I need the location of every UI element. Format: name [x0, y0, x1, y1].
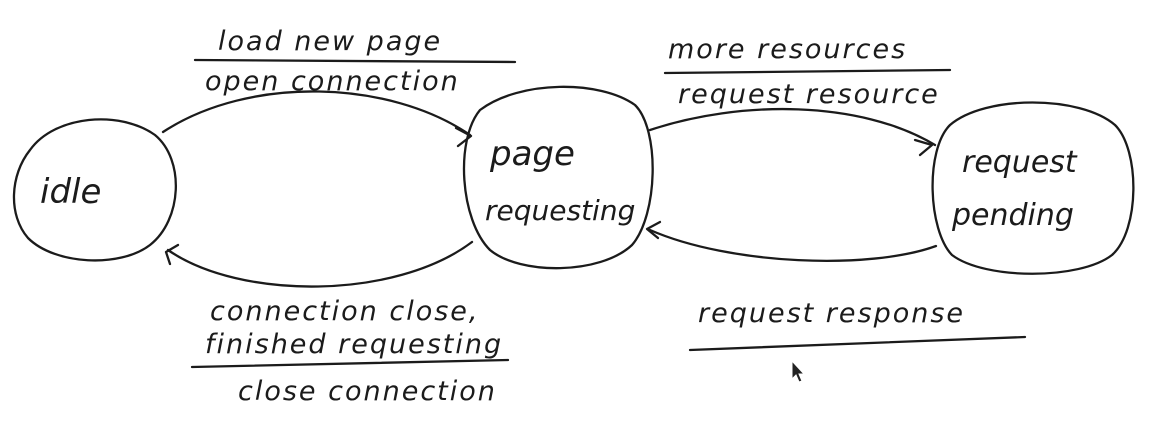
mouse-cursor-icon — [791, 359, 806, 383]
transition-label-open-connection: open connection — [205, 66, 460, 97]
transition-divider-request-resource — [663, 68, 952, 75]
state-label-pending: pending — [951, 198, 1074, 233]
state-label-requesting: requesting — [485, 194, 635, 227]
transition-label-more-resources: more resources — [668, 34, 907, 65]
transition-label-request-response: request response — [698, 298, 965, 329]
transition-divider-request-response — [688, 335, 1027, 352]
transition-label-load-new-page: load new page — [218, 26, 442, 57]
arrow-page-requesting-to-idle — [166, 240, 474, 288]
transition-label-request-resource: request resource — [678, 79, 940, 110]
arrowhead-request-pending-to-page-requesting — [645, 220, 662, 240]
arrowhead-idle-to-page-requesting — [454, 126, 473, 148]
state-label-request: request — [962, 145, 1078, 180]
transition-label-finished-requesting: finished requesting — [205, 329, 503, 360]
state-circle-page-requesting — [462, 85, 654, 270]
transition-divider-close-connection — [190, 358, 510, 369]
state-label-page: page — [489, 134, 575, 174]
transition-label-close-connection: close connection — [238, 376, 497, 407]
state-circle-request-pending — [931, 101, 1135, 275]
transition-label-connection-close: connection close, — [210, 296, 479, 327]
arrow-page-requesting-to-request-pending — [648, 107, 937, 147]
state-circle-idle — [12, 118, 177, 262]
arrowhead-page-requesting-to-idle — [164, 243, 180, 266]
state-label-idle: idle — [40, 172, 101, 212]
transition-divider-load-new-page — [193, 58, 517, 64]
arrow-idle-to-page-requesting — [161, 90, 472, 137]
arrowhead-page-requesting-to-request-pending — [913, 138, 934, 157]
arrow-request-pending-to-page-requesting — [648, 228, 938, 262]
